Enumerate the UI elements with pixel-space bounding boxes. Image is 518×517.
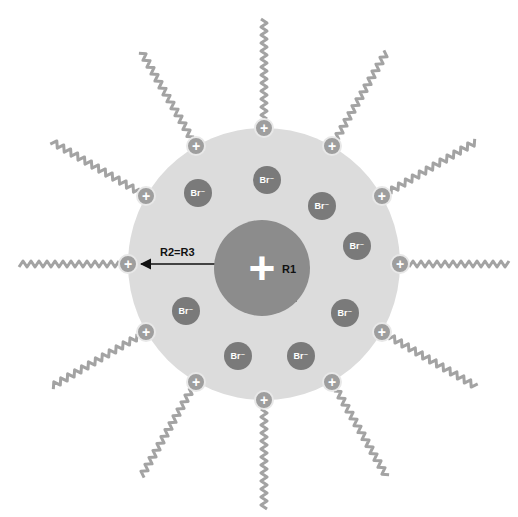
alkyl-tails bbox=[19, 19, 509, 509]
charge-sign: + bbox=[142, 189, 150, 203]
head-group: + bbox=[322, 372, 342, 392]
ion-label: Br⁻ bbox=[179, 307, 194, 316]
bromide-ion: Br⁻ bbox=[253, 166, 281, 194]
alkyl-tail bbox=[19, 261, 119, 267]
head-group: + bbox=[186, 136, 206, 156]
head-group: + bbox=[372, 322, 392, 342]
head-group: + bbox=[118, 254, 138, 274]
head-group: + bbox=[322, 136, 342, 156]
alkyl-tail bbox=[141, 388, 192, 478]
bromide-ion: Br⁻ bbox=[287, 342, 315, 370]
charge-sign: + bbox=[142, 325, 150, 339]
ion-label: Br⁻ bbox=[260, 176, 275, 185]
head-group: + bbox=[390, 254, 410, 274]
head-group: + bbox=[136, 186, 156, 206]
ion-label: Br⁻ bbox=[231, 352, 246, 361]
head-group: + bbox=[254, 390, 274, 410]
charge-sign: + bbox=[260, 121, 268, 135]
alkyl-tail bbox=[261, 409, 267, 509]
radius-label: R1 bbox=[282, 263, 296, 275]
bromide-ion: Br⁻ bbox=[331, 299, 359, 327]
head-group: + bbox=[372, 186, 392, 206]
charge-sign: + bbox=[192, 375, 200, 389]
radius-label: R2=R3 bbox=[160, 246, 195, 258]
charge-sign: + bbox=[378, 325, 386, 339]
charge-sign: + bbox=[249, 245, 276, 291]
charge-sign: + bbox=[328, 375, 336, 389]
charge-sign: + bbox=[192, 139, 200, 153]
charge-sign: + bbox=[396, 257, 404, 271]
alkyl-tail bbox=[261, 19, 267, 119]
charge-sign: + bbox=[260, 393, 268, 407]
head-group: + bbox=[136, 322, 156, 342]
alkyl-tail bbox=[139, 53, 194, 137]
ion-label: Br⁻ bbox=[191, 189, 206, 198]
charge-sign: + bbox=[328, 139, 336, 153]
head-group: + bbox=[254, 118, 274, 138]
alkyl-tail bbox=[409, 261, 509, 267]
alkyl-tail bbox=[388, 336, 478, 387]
bromide-ion: Br⁻ bbox=[184, 179, 212, 207]
alkyl-tail bbox=[53, 334, 137, 389]
bromide-ion: Br⁻ bbox=[172, 297, 200, 325]
bromide-ion: Br⁻ bbox=[224, 342, 252, 370]
charge-sign: + bbox=[378, 189, 386, 203]
ion-label: Br⁻ bbox=[294, 352, 309, 361]
bromide-ion: Br⁻ bbox=[343, 232, 371, 260]
micelle-shell bbox=[128, 128, 400, 400]
alkyl-tail bbox=[336, 50, 387, 140]
ion-label: Br⁻ bbox=[315, 202, 330, 211]
ion-label: Br⁻ bbox=[338, 309, 353, 318]
charge-sign: + bbox=[124, 257, 132, 271]
alkyl-tail bbox=[334, 391, 389, 475]
bromide-ion: Br⁻ bbox=[308, 192, 336, 220]
alkyl-tail bbox=[391, 139, 475, 194]
alkyl-tail bbox=[50, 141, 140, 192]
head-group: + bbox=[186, 372, 206, 392]
ion-label: Br⁻ bbox=[350, 242, 365, 251]
